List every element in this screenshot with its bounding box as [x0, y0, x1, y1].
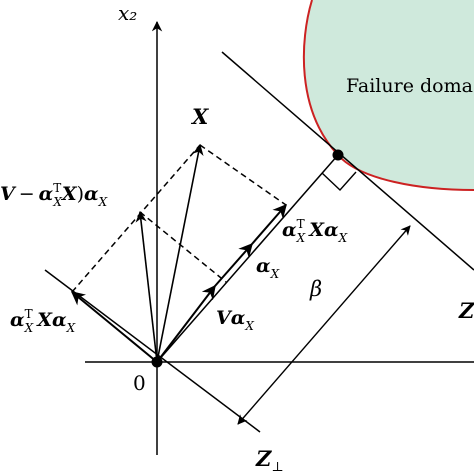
- label-V-alpha-X: VαX: [216, 307, 254, 333]
- vector-V-alpha: [156, 284, 216, 363]
- Z-perp-label: Z⊥: [255, 446, 284, 474]
- failure-domain-region: [303, 0, 474, 190]
- vector-X: [156, 143, 204, 363]
- beta-dimension-arrow: [237, 225, 411, 425]
- vector-right-projection: [251, 203, 287, 245]
- origin-point: [151, 356, 163, 368]
- design-point: [332, 149, 344, 161]
- vector-left-projection: [70, 291, 158, 363]
- vector-alpha: [214, 242, 253, 287]
- failure-domain-label: Failure doma: [346, 75, 473, 97]
- label-alpha-X: αX: [256, 255, 280, 281]
- point-X-label: X: [190, 104, 209, 129]
- x2-axis-label: x₂: [118, 1, 137, 25]
- z-perp-line: [44, 269, 261, 433]
- right-angle-marker: [321, 171, 357, 192]
- dashed-construction: [71, 144, 287, 293]
- z-tangent-line: [221, 51, 474, 271]
- vector-V-minus: [135, 210, 158, 363]
- Z-label: Z: [458, 298, 474, 323]
- beta-label: β: [309, 277, 322, 301]
- origin-label: 0: [133, 371, 146, 395]
